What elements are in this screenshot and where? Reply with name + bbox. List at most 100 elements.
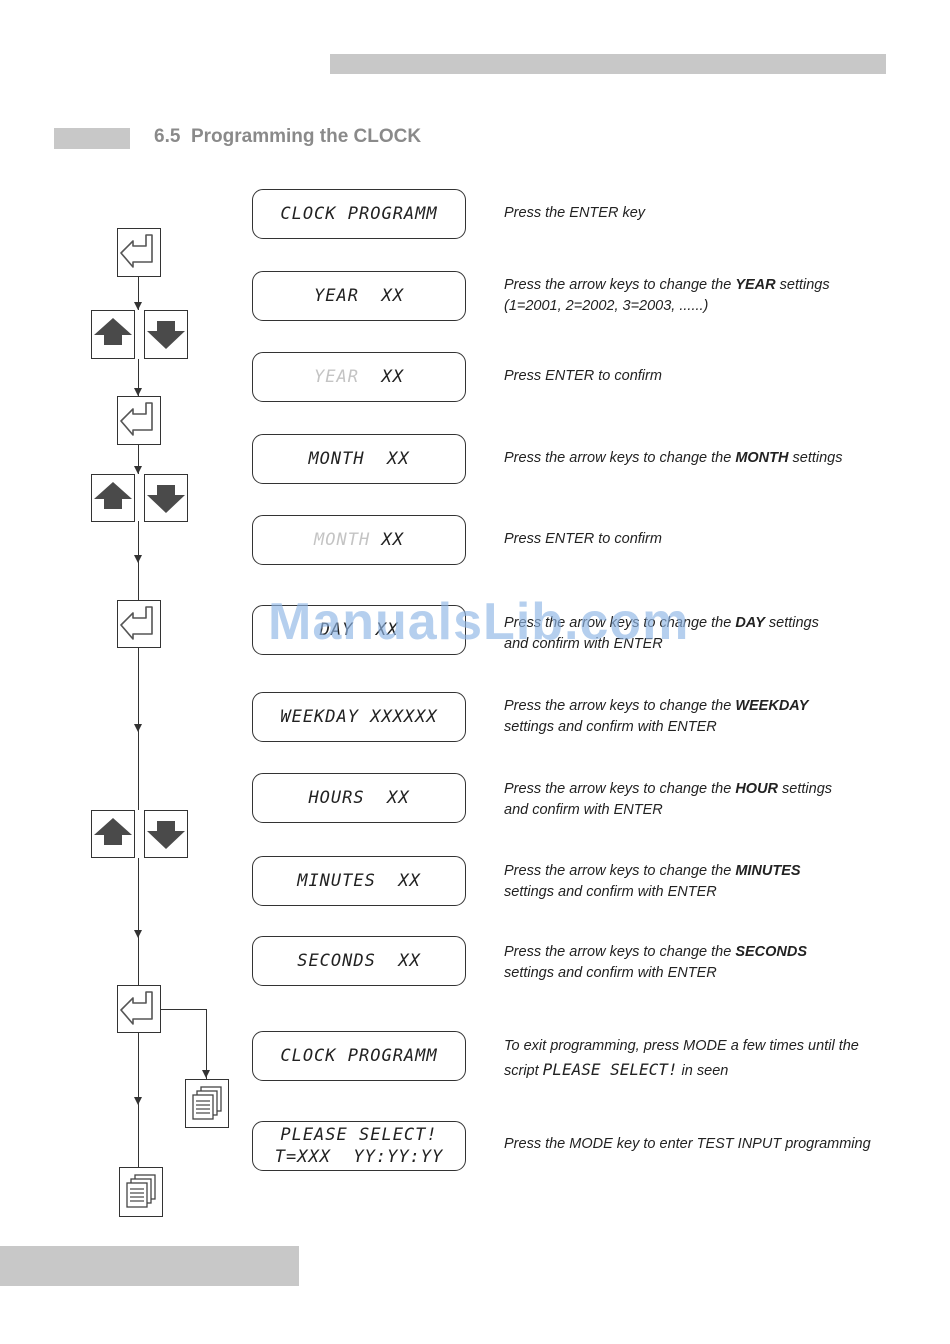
step-keyword: DAY [735,615,765,631]
step-text: Press the ENTER key [504,205,646,221]
step-5-text: Press ENTER to confirm [504,529,888,550]
lcd-display-9: MINUTES XX [252,856,466,906]
arrow-down-key-icon [144,474,188,522]
section-heading: 6.5 Programming the CLOCK [154,126,421,148]
lcd-text: YEAR XX [314,366,404,388]
lcd-text: CLOCK PROGRAMM [280,1045,438,1066]
step-keyword: MONTH [735,450,789,466]
step-keyword: SECONDS [735,944,808,960]
step-text: (1=2001, 2=2002, 3=2003, ......) [504,298,709,314]
step-text: settings and confirm with ENTER [504,719,717,735]
step-text: Press the arrow keys to change the [504,781,736,797]
step-text: settings [764,615,819,631]
header-bar [330,54,886,74]
step-keyword: MINUTES [735,863,801,879]
section-title: Programming the CLOCK [190,126,422,147]
watermark: ManualsLib.com [268,593,690,651]
arrow-down-key-icon [144,810,188,858]
step-text: settings [788,450,843,466]
section-number: 6.5 [154,126,181,147]
flow-branch-line [161,1009,207,1010]
lcd-display-11: CLOCK PROGRAMM [252,1031,466,1081]
flow-branch-line [206,1009,207,1079]
lcd-display-3: YEAR XX [252,352,466,402]
step-text: settings [778,781,833,797]
flow-line [138,445,139,474]
step-text: Press the arrow keys to change the [504,698,736,714]
step-text: Press the arrow keys to change the [504,277,736,293]
step-2-text: Press the arrow keys to change the YEAR … [504,275,888,317]
step-text: settings and confirm with ENTER [504,965,717,981]
lcd-value-text: XX [370,529,404,550]
arrowhead [202,1070,210,1078]
step-4-text: Press the arrow keys to change the MONTH… [504,448,888,469]
lcd-text: YEAR XX [314,285,404,306]
lcd-display-4: MONTH XX [252,434,466,484]
lcd-display-1: CLOCK PROGRAMM [252,189,466,239]
lcd-text: SECONDS XX [297,950,421,971]
step-12-text: Press the MODE key to enter TEST INPUT p… [504,1134,888,1155]
enter-key-icon [117,396,161,445]
lcd-text: DAY XX [319,619,399,640]
arrowhead [134,1097,142,1105]
step-text: and confirm with ENTER [504,636,663,652]
step-7-text: Press the arrow keys to change the WEEKD… [504,696,860,738]
lcd-text: MONTH XX [314,529,404,551]
step-10-text: Press the arrow keys to change the SECON… [504,942,848,984]
step-9-text: Press the arrow keys to change the MINUT… [504,861,848,903]
step-keyword: YEAR [735,277,776,293]
section-marker-bar [54,128,130,149]
arrowhead [134,466,142,474]
step-text: settings and confirm with ENTER [504,884,717,900]
step-lcd-text: PLEASE SELECT! [542,1060,678,1079]
step-text: and confirm with ENTER [504,802,663,818]
lcd-display-6: DAY XX [252,605,466,655]
arrow-down-key-icon [144,310,188,359]
lcd-text: CLOCK PROGRAMM [280,203,438,224]
flow-line [138,359,139,396]
step-text: in seen [677,1063,729,1079]
arrow-up-key-icon [91,810,135,858]
step-text: Press the arrow keys to change the [504,944,736,960]
lcd-text: HOURS XX [308,787,410,808]
arrowhead [134,930,142,938]
arrow-up-key-icon [91,310,135,359]
step-text: Press the arrow keys to change the [504,863,736,879]
arrow-up-key-icon [91,474,135,522]
step-3-text: Press ENTER to confirm [504,366,888,387]
step-text: settings [775,277,830,293]
arrowhead [134,555,142,563]
mode-key-icon [185,1079,229,1128]
step-text: Press ENTER to confirm [504,531,662,547]
step-keyword: HOUR [735,781,779,797]
step-text: Press the arrow keys to change the [504,450,736,466]
step-8-text: Press the arrow keys to change the HOUR … [504,779,888,821]
arrowhead [134,388,142,396]
step-1-text: Press the ENTER key [504,203,888,224]
lcd-dim-text: YEAR [314,366,359,387]
step-11-text: To exit programming, press MODE a few ti… [504,1034,888,1083]
lcd-dim-text: MONTH [314,529,371,550]
step-keyword: WEEKDAY [735,698,809,714]
arrowhead [134,724,142,732]
enter-key-icon [117,985,161,1033]
step-6-text: Press the arrow keys to change the DAY s… [504,613,888,655]
lcd-text: MONTH XX [308,448,410,469]
lcd-text-line-1: PLEASE SELECT! [280,1124,438,1145]
lcd-text-line-2: T=XXX YY:YY:YY [274,1147,444,1167]
lcd-display-12: PLEASE SELECT!T=XXX YY:YY:YY [252,1121,466,1171]
step-text: script [504,1063,543,1079]
flow-line [138,858,139,985]
lcd-display-5: MONTH XX [252,515,466,565]
lcd-value-text: XX [359,366,404,387]
lcd-display-8: HOURS XX [252,773,466,823]
arrowhead [134,302,142,310]
lcd-text: MINUTES XX [297,870,421,891]
step-text: Press ENTER to confirm [504,368,662,384]
footer-bar [0,1246,299,1286]
enter-key-icon [117,600,161,648]
mode-key-icon [119,1167,163,1217]
enter-key-icon [117,228,161,277]
lcd-display-10: SECONDS XX [252,936,466,986]
